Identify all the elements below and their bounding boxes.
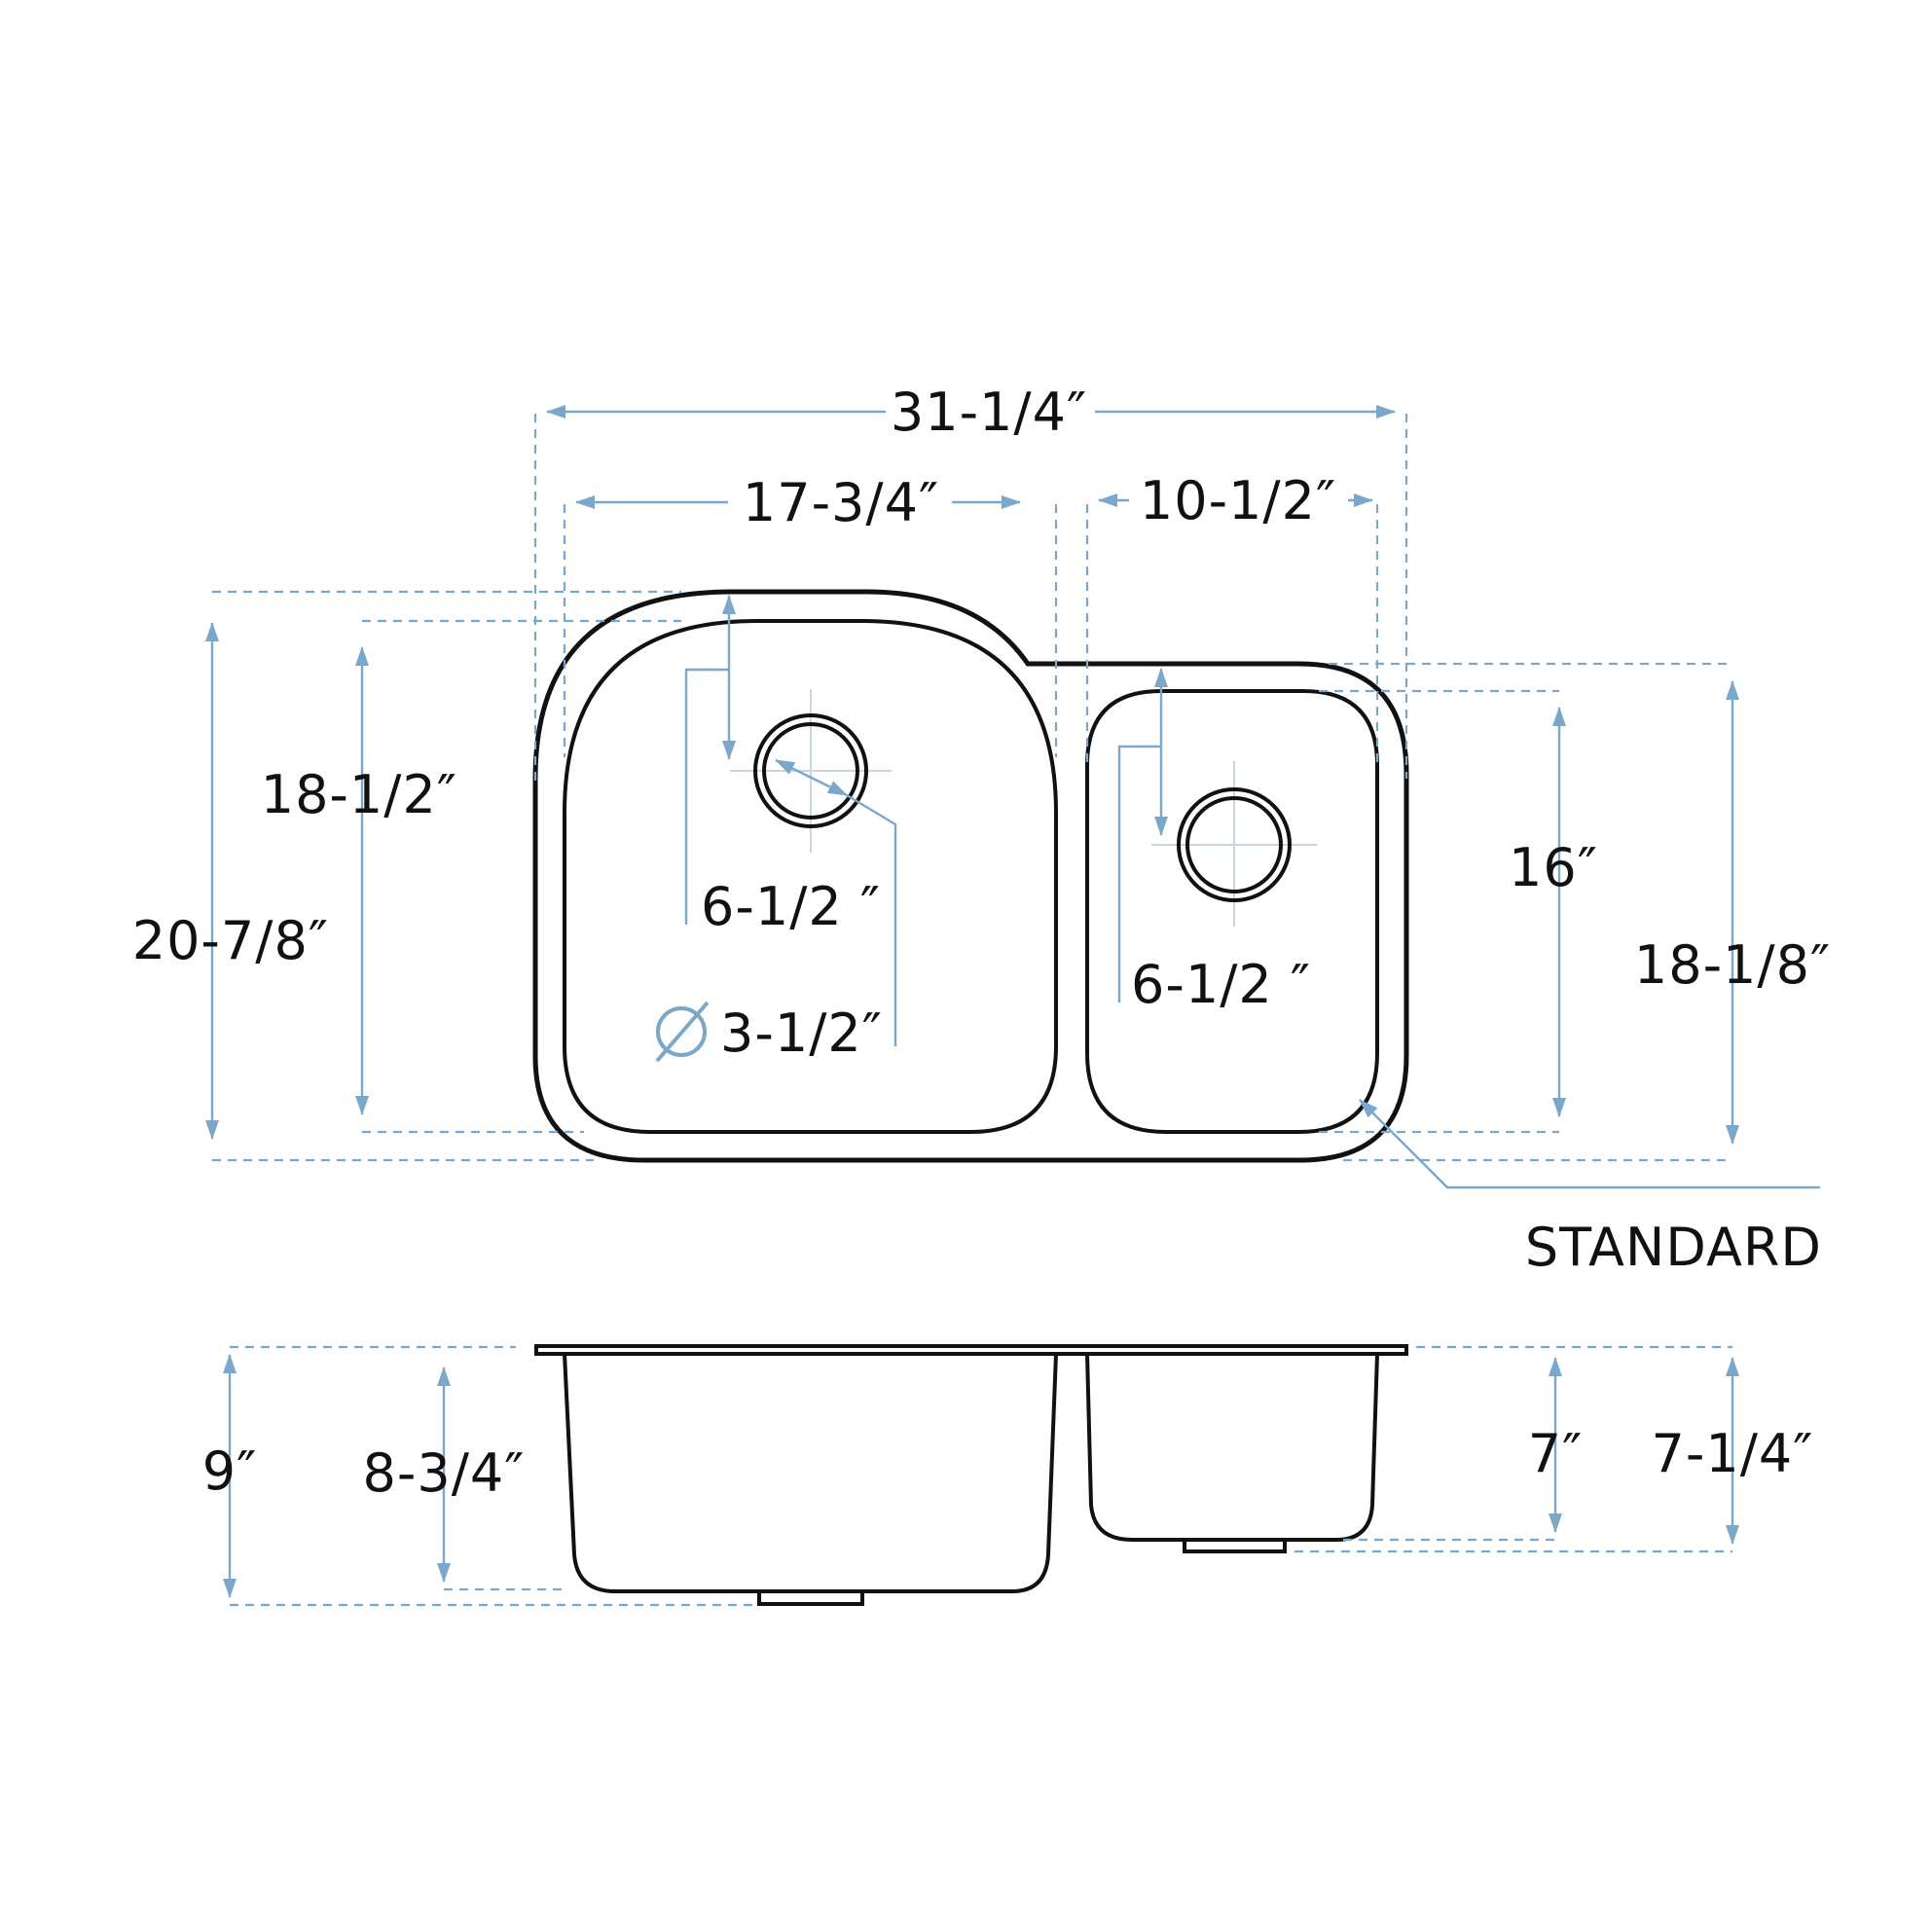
large-bowl-profile — [563, 1353, 1058, 1593]
overall-width-label: 31-1/4″ — [891, 382, 1087, 443]
overall-height-label: 9″ — [202, 1440, 258, 1502]
small-overall-height-label: 7-1/4″ — [1652, 1423, 1814, 1484]
large-drain — [730, 689, 892, 853]
dimension-lines — [205, 405, 1820, 1189]
small-bowl-height-label: 7″ — [1528, 1423, 1584, 1484]
overall-depth-right-label: 18-1/8″ — [1634, 934, 1831, 996]
small-bowl-depth-label: 16″ — [1509, 837, 1598, 898]
side-extension-lines — [230, 1345, 1732, 1607]
standard-radius-leader — [1359, 1099, 1820, 1189]
overall-depth-left-label: 20-7/8″ — [132, 910, 329, 971]
top-view: 31-1/4″ 17-3/4″ 10-1/2″ 18-1/2″ 20-7/8″ … — [132, 382, 1831, 1278]
sink-flange — [534, 1344, 1408, 1356]
large-bowl-width-label: 17-3/4″ — [743, 472, 939, 533]
standard-radius-label: STANDARD — [1525, 1217, 1822, 1278]
drain-diameter-label: 3-1/2″ — [720, 1002, 883, 1064]
side-dimension-lines — [223, 1354, 1739, 1598]
extension-lines — [212, 414, 1732, 1162]
drain-diameter-line — [775, 758, 848, 797]
small-bowl — [1085, 689, 1379, 1134]
small-drain — [1151, 761, 1317, 927]
large-drain-offset-label: 6-1/2 ″ — [701, 876, 881, 937]
small-drain-stub — [1183, 1540, 1287, 1553]
sink-outer-rim — [532, 589, 1409, 1163]
large-bowl-height-label: 8-3/4″ — [363, 1442, 526, 1504]
small-drain-offset-label: 6-1/2 ″ — [1131, 954, 1311, 1015]
small-bowl-profile — [1085, 1353, 1379, 1542]
diameter-symbol-icon — [655, 1001, 710, 1063]
large-drain-stub — [757, 1591, 864, 1606]
large-bowl-depth-label: 18-1/2″ — [261, 764, 457, 825]
side-view: 9″ 8-3/4″ 7″ 7-1/4″ — [202, 1344, 1814, 1607]
large-bowl — [563, 619, 1058, 1134]
small-bowl-width-label: 10-1/2″ — [1140, 470, 1336, 531]
